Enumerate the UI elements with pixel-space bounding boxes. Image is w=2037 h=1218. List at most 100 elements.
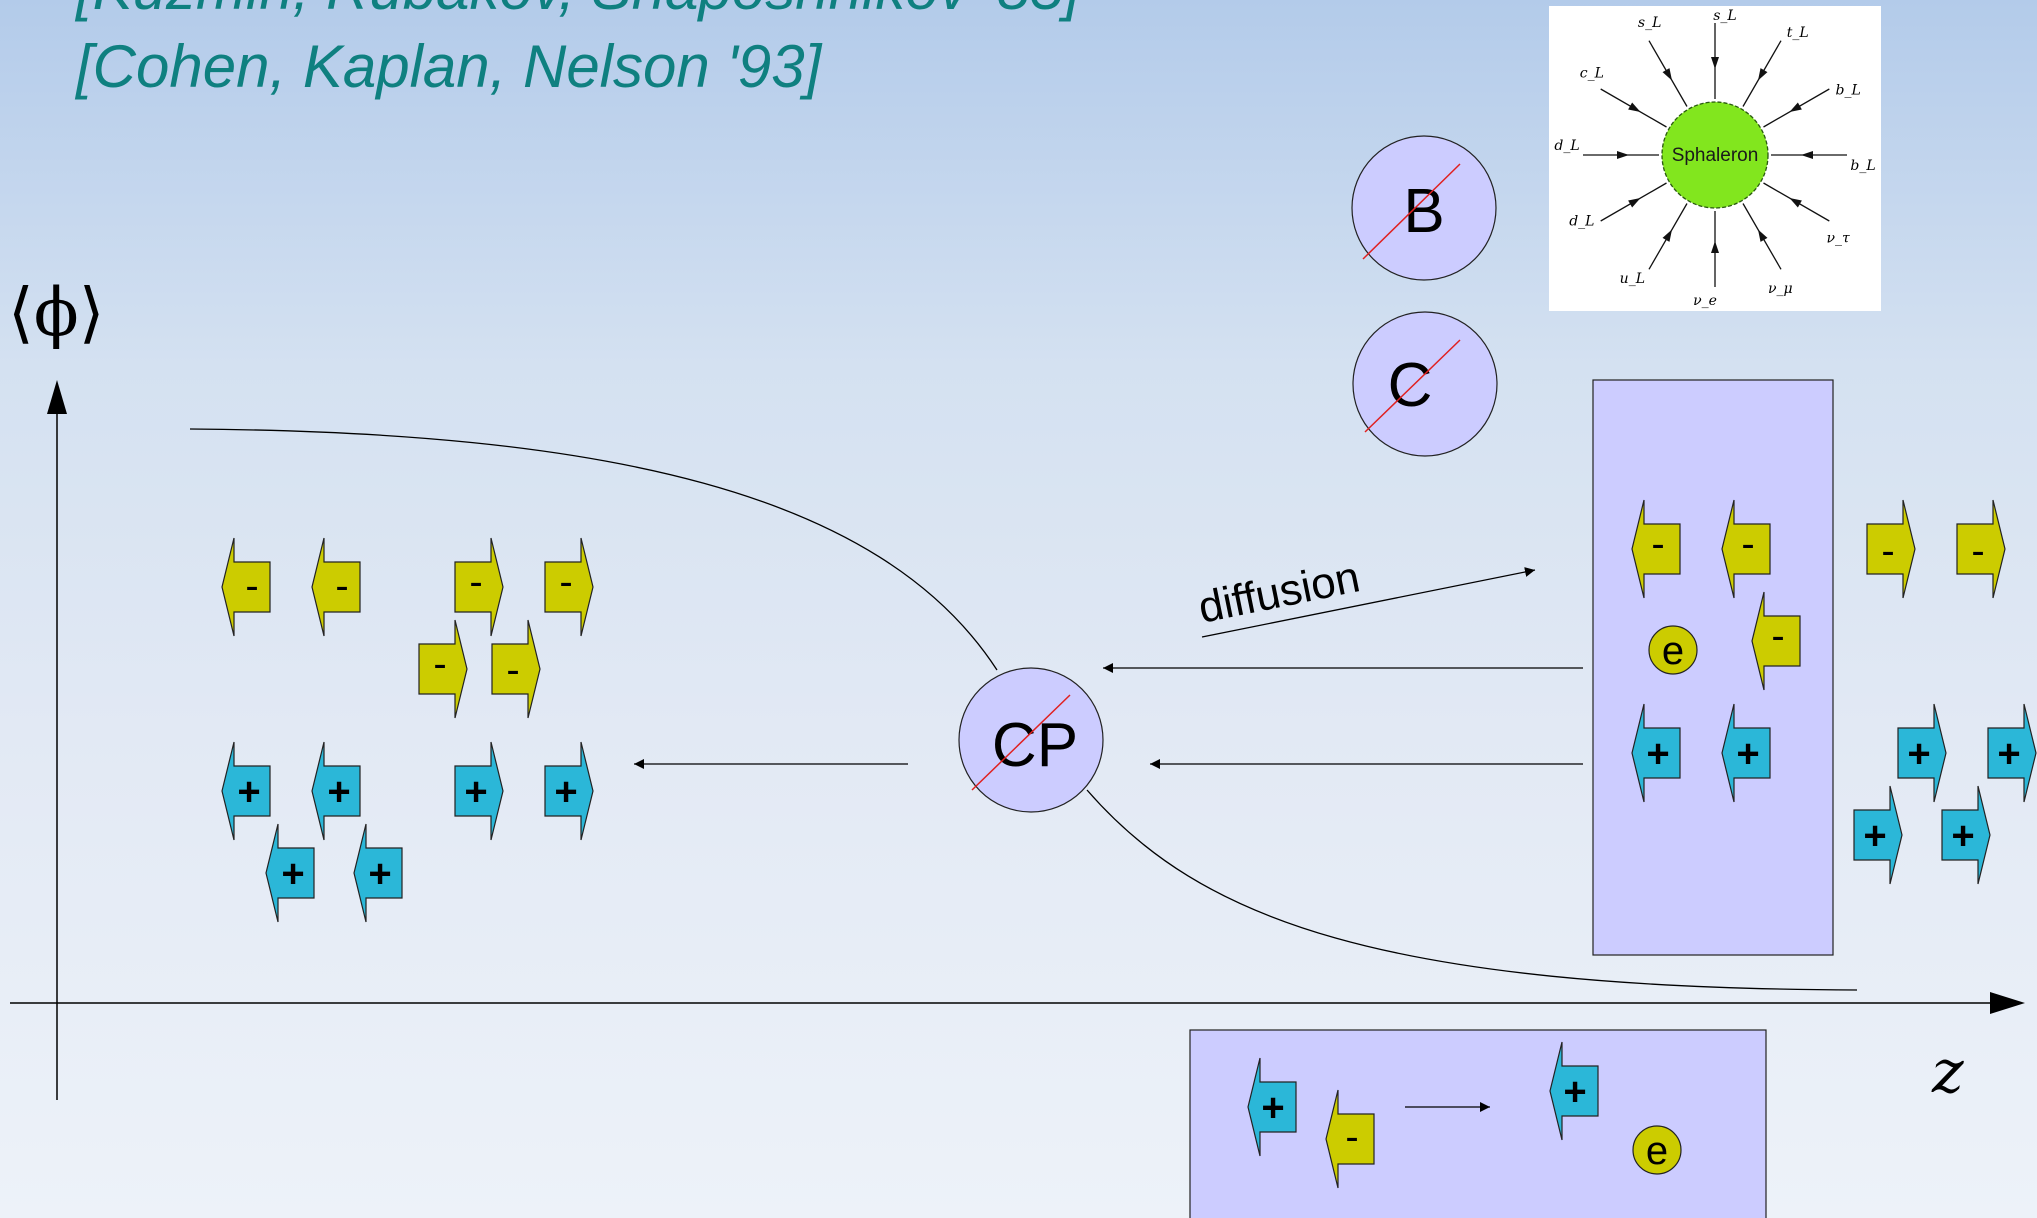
svg-text:-: - bbox=[1881, 529, 1894, 573]
sphaleron-legs: s_Lt_Lb_Lb_Lν_τν_μν_eu_Ld_Ld_Lc_Ls_L bbox=[1554, 8, 1875, 309]
minus-arrow: - bbox=[1325, 1089, 1375, 1189]
svg-text:+: + bbox=[1646, 732, 1669, 776]
minus-arrow: - bbox=[221, 537, 271, 637]
svg-text:-: - bbox=[335, 564, 348, 608]
citation-kuzmin: [Kuzmin, Rubakov, Shaposhnikov '85] bbox=[76, 0, 1080, 23]
sphaleron-leg-label: u_L bbox=[1620, 271, 1645, 287]
sphaleron-leg-label: ν_e bbox=[1693, 293, 1717, 309]
sphaleron-leg-label: d_L bbox=[1569, 213, 1594, 229]
sphaleron-leg-label: d_L bbox=[1554, 138, 1579, 154]
minus-arrow: - bbox=[1721, 499, 1771, 599]
diffusion-arrow-out bbox=[1201, 567, 1536, 638]
svg-text:-: - bbox=[1771, 614, 1784, 658]
y-axis-arrowhead bbox=[47, 380, 67, 414]
plus-arrow: + bbox=[353, 823, 403, 923]
minus-arrow: - bbox=[544, 537, 594, 637]
plus-arrow: + bbox=[1247, 1057, 1297, 1157]
svg-text:-: - bbox=[559, 560, 572, 604]
sphaleron-leg-arrowhead bbox=[1662, 229, 1672, 242]
svg-text:-: - bbox=[506, 648, 519, 692]
sphaleron-leg-label: s_L bbox=[1713, 8, 1736, 24]
minus-arrow: - bbox=[1956, 499, 2006, 599]
sphaleron-leg-arrowhead bbox=[1711, 241, 1719, 253]
svg-text:+: + bbox=[1951, 814, 1974, 858]
sphaleron-leg-arrowhead bbox=[1789, 102, 1802, 112]
svg-text:-: - bbox=[1651, 522, 1664, 566]
svg-text:-: - bbox=[469, 560, 482, 604]
sphaleron-leg-arrowhead bbox=[1662, 68, 1672, 81]
svg-text:+: + bbox=[1736, 732, 1759, 776]
svg-text:e: e bbox=[1662, 629, 1684, 673]
svg-text:-: - bbox=[1971, 529, 1984, 573]
minus-arrow: - bbox=[1631, 499, 1681, 599]
electron: e bbox=[1632, 1125, 1682, 1175]
minus-arrow: - bbox=[1866, 499, 1916, 599]
sphaleron-label: Sphaleron bbox=[1672, 145, 1759, 166]
svg-text:-: - bbox=[433, 642, 446, 686]
cp-label: CP bbox=[992, 711, 1078, 780]
plus-arrow: + bbox=[1549, 1041, 1599, 1141]
sphaleron-leg-arrowhead bbox=[1711, 57, 1719, 69]
c-label: C bbox=[1388, 351, 1433, 420]
diffusion-label: diffusion bbox=[1194, 552, 1364, 633]
plus-arrow: + bbox=[1631, 703, 1681, 803]
svg-text:+: + bbox=[237, 770, 260, 814]
plus-arrow: + bbox=[1853, 785, 1903, 885]
citation-cohen: [Cohen, Kaplan, Nelson '93] bbox=[76, 33, 822, 100]
reaction-box bbox=[1189, 1029, 1767, 1218]
sphaleron-leg-arrowhead bbox=[1758, 229, 1768, 242]
svg-text:+: + bbox=[1997, 732, 2020, 776]
sphaleron-leg-label: ν_τ bbox=[1827, 231, 1851, 247]
sphaleron-leg-arrowhead bbox=[1801, 151, 1813, 159]
minus-arrow: - bbox=[1751, 591, 1801, 691]
plus-arrow: + bbox=[1897, 703, 1947, 803]
sphaleron-leg-label: b_L bbox=[1836, 83, 1861, 99]
plus-arrow: + bbox=[454, 741, 504, 841]
charge-arrows: - - - - - - + + + + + + - - - e + + - - … bbox=[221, 499, 2037, 1189]
minus-arrow: - bbox=[311, 537, 361, 637]
sphaleron-leg-arrowhead bbox=[1789, 198, 1802, 208]
b-violation-circle: B bbox=[1351, 135, 1497, 281]
sphaleron-leg-arrowhead bbox=[1628, 198, 1641, 208]
y-axis-label: ⟨ϕ⟩ bbox=[8, 274, 105, 351]
x-axis-label: z bbox=[1931, 1037, 1964, 1107]
svg-text:e: e bbox=[1646, 1129, 1668, 1173]
minus-arrow: - bbox=[454, 537, 504, 637]
sphaleron-leg-arrowhead bbox=[1628, 102, 1641, 112]
plus-arrow: + bbox=[1987, 703, 2037, 803]
c-strike bbox=[1364, 339, 1461, 433]
svg-text:-: - bbox=[1741, 522, 1754, 566]
svg-text:+: + bbox=[1261, 1086, 1284, 1130]
sphaleron-blob bbox=[1661, 101, 1769, 209]
svg-text:+: + bbox=[281, 852, 304, 896]
plus-arrow: + bbox=[221, 741, 271, 841]
c-violation-circle: C bbox=[1352, 311, 1498, 457]
sphaleron-leg-label: b_L bbox=[1850, 158, 1875, 174]
svg-text:+: + bbox=[327, 770, 350, 814]
svg-text:+: + bbox=[554, 770, 577, 814]
sphaleron-inset: s_Lt_Lb_Lb_Lν_τν_μν_eu_Ld_Ld_Lc_Ls_L Sph… bbox=[1549, 6, 1881, 311]
svg-text:-: - bbox=[1345, 1115, 1358, 1159]
x-axis-arrowhead bbox=[1990, 992, 2025, 1014]
minus-arrow: - bbox=[491, 619, 541, 719]
sphaleron-leg-arrowhead bbox=[1617, 151, 1629, 159]
sphaleron-leg-label: s_L bbox=[1638, 15, 1661, 31]
svg-text:-: - bbox=[245, 564, 258, 608]
svg-text:+: + bbox=[368, 852, 391, 896]
svg-text:+: + bbox=[464, 770, 487, 814]
svg-text:+: + bbox=[1907, 732, 1930, 776]
minus-arrow: - bbox=[418, 619, 468, 719]
sphaleron-leg-label: ν_μ bbox=[1768, 281, 1793, 297]
wall-profile-upper bbox=[189, 428, 998, 671]
plus-arrow: + bbox=[1721, 703, 1771, 803]
plus-arrow: + bbox=[311, 741, 361, 841]
sphaleron-leg-arrowhead bbox=[1758, 68, 1768, 81]
sphaleron-leg-label: t_L bbox=[1787, 25, 1809, 41]
electron: e bbox=[1648, 625, 1698, 675]
svg-text:+: + bbox=[1863, 814, 1886, 858]
wall-region-box bbox=[1592, 379, 1834, 956]
b-label: B bbox=[1403, 177, 1444, 246]
b-strike bbox=[1362, 163, 1461, 260]
wall-profile-lower bbox=[1086, 789, 1858, 991]
